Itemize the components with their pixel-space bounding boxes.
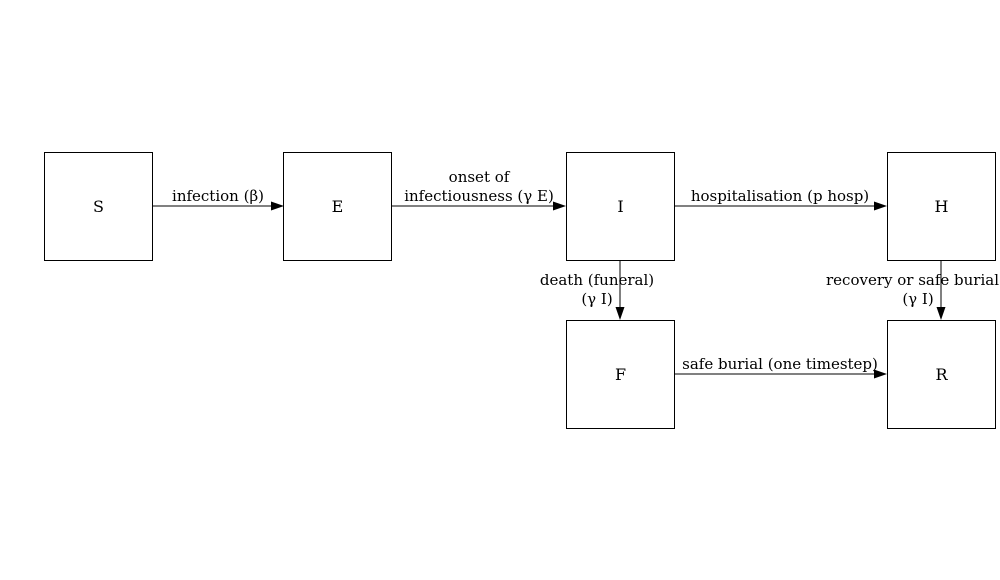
node-e: E — [283, 152, 392, 261]
node-label-f: F — [615, 365, 626, 384]
node-i: I — [566, 152, 675, 261]
edge-label-safe-burial: safe burial (one timestep) — [682, 355, 878, 373]
edge-label-death-line1: death (funeral) — [540, 271, 654, 289]
arrowhead — [615, 307, 625, 320]
node-h: H — [887, 152, 996, 261]
edge-label-hospitalisation: hospitalisation (p hosp) — [691, 187, 869, 205]
edge-label-death-line2: (γ I) — [581, 290, 612, 308]
node-label-h: H — [935, 197, 949, 216]
node-f: F — [566, 320, 675, 429]
edge-label-onset-line1: onset of — [449, 168, 511, 186]
node-label-e: E — [332, 197, 344, 216]
arrowhead — [936, 307, 946, 320]
edge-i-f: death (funeral) (γ I) — [540, 260, 654, 320]
node-s: S — [44, 152, 153, 261]
edge-label-onset-line2: infectiousness (γ E) — [404, 187, 554, 205]
edge-e-i: onset of infectiousness (γ E) — [391, 168, 566, 211]
edge-label-recovery-line1: recovery or safe burial — [826, 271, 999, 289]
node-label-s: S — [93, 197, 104, 216]
edge-s-e: infection (β) — [152, 187, 284, 211]
arrowhead — [271, 201, 284, 211]
edge-h-r: recovery or safe burial (γ I) — [826, 260, 999, 320]
node-label-r: R — [935, 365, 948, 384]
arrowhead — [874, 369, 887, 379]
edge-f-r: safe burial (one timestep) — [674, 355, 887, 379]
node-label-i: I — [617, 197, 623, 216]
edge-label-infection: infection (β) — [172, 187, 264, 205]
arrowhead — [553, 201, 566, 211]
arrowhead — [874, 201, 887, 211]
edge-label-recovery-line2: (γ I) — [902, 290, 933, 308]
edge-i-h: hospitalisation (p hosp) — [674, 187, 887, 211]
node-r: R — [887, 320, 996, 429]
